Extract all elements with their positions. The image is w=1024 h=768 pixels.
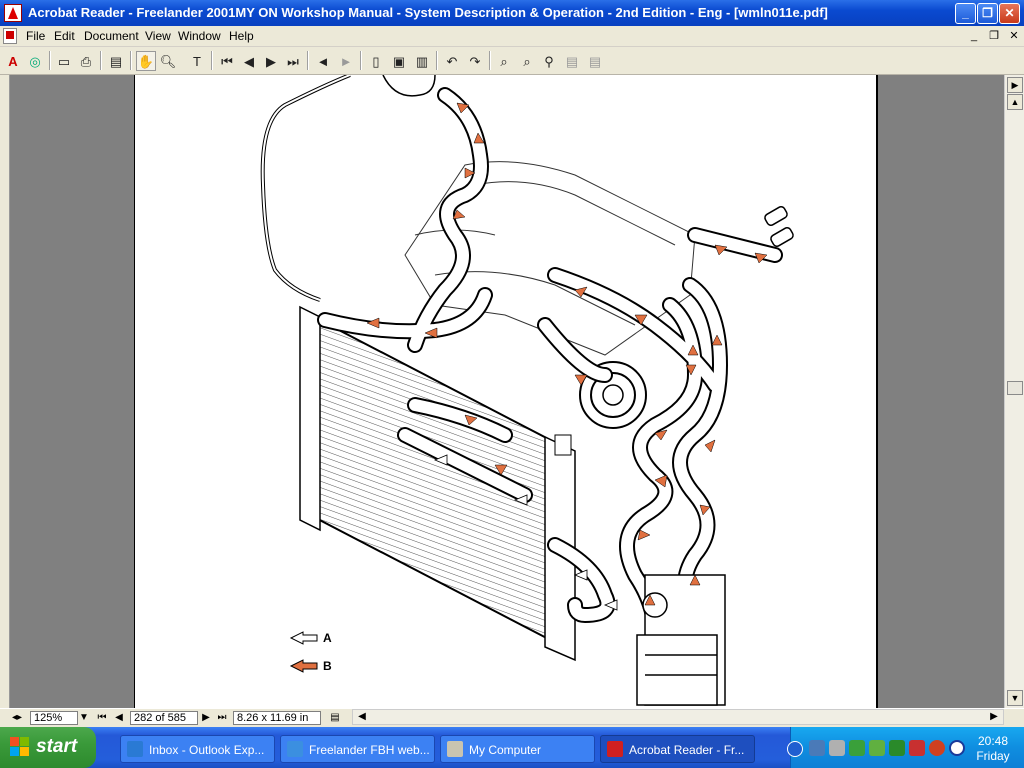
acrobat-online-icon[interactable]: ◎ <box>29 53 41 69</box>
menu-bar: File Edit Document View Window Help _ ❐ … <box>0 26 1024 47</box>
tray-app-icon-4[interactable] <box>909 740 925 756</box>
last-page-icon[interactable]: ⏭ <box>287 53 299 69</box>
tray-app-icon-5[interactable] <box>929 740 945 756</box>
page-number-field[interactable]: 282 of 585 <box>130 711 198 725</box>
menu-view[interactable]: View <box>145 29 171 43</box>
task-acrobat-reader[interactable]: Acrobat Reader - Fr... <box>600 735 755 763</box>
menu-edit[interactable]: Edit <box>54 29 75 43</box>
acrobat-app-icon[interactable] <box>4 4 22 22</box>
title-bar: Acrobat Reader - Freelander 2001MY ON Wo… <box>0 0 1024 26</box>
radiator <box>299 305 576 662</box>
scroll-left-icon[interactable]: ◀ <box>358 711 366 722</box>
network-icon[interactable] <box>809 740 825 756</box>
status-prev-page-icon[interactable]: ◀ <box>115 712 123 723</box>
rotate-right-icon[interactable]: ↷ <box>469 53 481 69</box>
diagram-legend <box>289 631 318 673</box>
zoom-dropdown-icon[interactable]: ▼ <box>79 712 89 723</box>
page-size-field: 8.26 x 11.69 in <box>233 711 321 725</box>
windows-logo-icon <box>10 737 30 757</box>
tray-expand-icon[interactable] <box>787 741 803 757</box>
next-highlight-icon[interactable]: ▤ <box>588 53 602 69</box>
tray-app-icon-1[interactable] <box>849 740 865 756</box>
print-icon[interactable]: ⎙ <box>80 53 92 69</box>
navigation-pane-handle[interactable] <box>0 75 10 708</box>
open-icon[interactable]: ▭ <box>57 53 71 69</box>
window-title: Acrobat Reader - Freelander 2001MY ON Wo… <box>28 5 828 20</box>
menu-help[interactable]: Help <box>229 29 254 43</box>
legend-arrow-a <box>289 631 318 645</box>
legend-label-b: B <box>323 659 332 673</box>
scroll-up-icon[interactable]: ▲ <box>1007 94 1023 110</box>
search-icon[interactable]: ⌕ <box>523 53 531 69</box>
prev-highlight-icon[interactable]: ▤ <box>565 53 579 69</box>
menu-document[interactable]: Document <box>84 29 139 43</box>
status-last-page-icon[interactable]: ⏭ <box>217 712 227 723</box>
next-page-arrow-icon[interactable]: ▶ <box>1007 77 1023 93</box>
system-tray: 20:48 Friday <box>787 727 1024 768</box>
status-next-page-icon[interactable]: ▶ <box>202 712 210 723</box>
flow-arrows-b <box>366 102 768 606</box>
clock[interactable]: 20:48 Friday <box>976 734 1010 763</box>
acrobat-icon[interactable]: A <box>8 53 18 69</box>
task-outlook-express[interactable]: Inbox - Outlook Exp... <box>120 735 275 763</box>
task-my-computer[interactable]: My Computer <box>440 735 595 763</box>
fit-page-icon[interactable]: ▣ <box>392 53 406 69</box>
tray-app-icon-6[interactable] <box>949 740 965 756</box>
doc-close-icon[interactable]: ✕ <box>1009 30 1019 42</box>
actual-size-icon[interactable]: ▯ <box>372 53 380 69</box>
doc-minimize-icon[interactable]: _ <box>970 30 978 42</box>
pdf-page[interactable]: A B <box>134 73 878 708</box>
maximize-button[interactable]: ❐ <box>977 3 998 24</box>
scroll-down-icon[interactable]: ▼ <box>1007 690 1023 706</box>
my-computer-icon <box>447 741 463 757</box>
minimize-button[interactable]: _ <box>955 3 976 24</box>
tray-app-icon-2[interactable] <box>869 740 885 756</box>
text-select-icon[interactable]: T <box>193 53 201 69</box>
flow-arrows-a <box>433 454 618 611</box>
task-freelander-web[interactable]: Freelander FBH web... <box>280 735 435 763</box>
vertical-scrollbar[interactable]: ▶ ▲ ▼ <box>1004 75 1024 708</box>
start-button[interactable]: start <box>0 727 96 768</box>
prev-page-icon[interactable]: ◀ <box>244 53 254 69</box>
acrobat-reader-icon <box>607 741 623 757</box>
internet-explorer-icon <box>287 741 303 757</box>
legend-arrow-b <box>289 659 318 673</box>
hand-tool-icon[interactable]: ✋ <box>136 51 156 71</box>
document-icon[interactable] <box>3 28 17 44</box>
scroll-right-icon[interactable]: ▶ <box>990 711 998 722</box>
close-button[interactable]: ✕ <box>999 3 1020 24</box>
menu-file[interactable]: File <box>26 29 46 43</box>
zoom-tool-icon[interactable]: 🔍︎ <box>159 53 177 69</box>
toolbar: A ◎ ▭ ⎙ ▤ ✋ 🔍︎ T ⏮ ◀ ▶ ⏭ ◄ ► ▯ ▣ ▥ ↶ ↷ ⌕… <box>0 47 1024 75</box>
horizontal-scrollbar[interactable]: ◀ ▶ <box>352 709 1004 725</box>
go-back-icon[interactable]: ◄ <box>316 53 330 69</box>
search-results-icon[interactable]: ⚲ <box>544 53 554 69</box>
go-forward-icon[interactable]: ► <box>339 53 353 69</box>
fit-width-icon[interactable]: ▥ <box>415 53 429 69</box>
volume-icon[interactable] <box>829 740 845 756</box>
scroll-thumb[interactable] <box>1007 381 1023 395</box>
page-layout-icon[interactable]: ▤ <box>330 712 340 723</box>
legend-label-a: A <box>323 631 332 645</box>
menu-window[interactable]: Window <box>178 29 221 43</box>
outlook-express-icon <box>127 741 143 757</box>
cooling-system-diagram <box>260 73 794 706</box>
split-handle-icon[interactable]: ◂▸ <box>11 712 23 723</box>
rotate-left-icon[interactable]: ↶ <box>446 53 458 69</box>
status-first-page-icon[interactable]: ⏮ <box>97 712 107 723</box>
first-page-icon[interactable]: ⏮ <box>221 53 233 69</box>
find-icon[interactable]: ⌕ <box>500 53 508 69</box>
fuel-burning-heater <box>636 574 726 706</box>
next-page-icon[interactable]: ▶ <box>266 53 276 69</box>
bookmarks-icon[interactable]: ▤ <box>109 53 123 69</box>
zoom-field[interactable]: 125% <box>30 711 78 725</box>
doc-restore-icon[interactable]: ❐ <box>989 30 999 42</box>
tray-app-icon-3[interactable] <box>889 740 905 756</box>
